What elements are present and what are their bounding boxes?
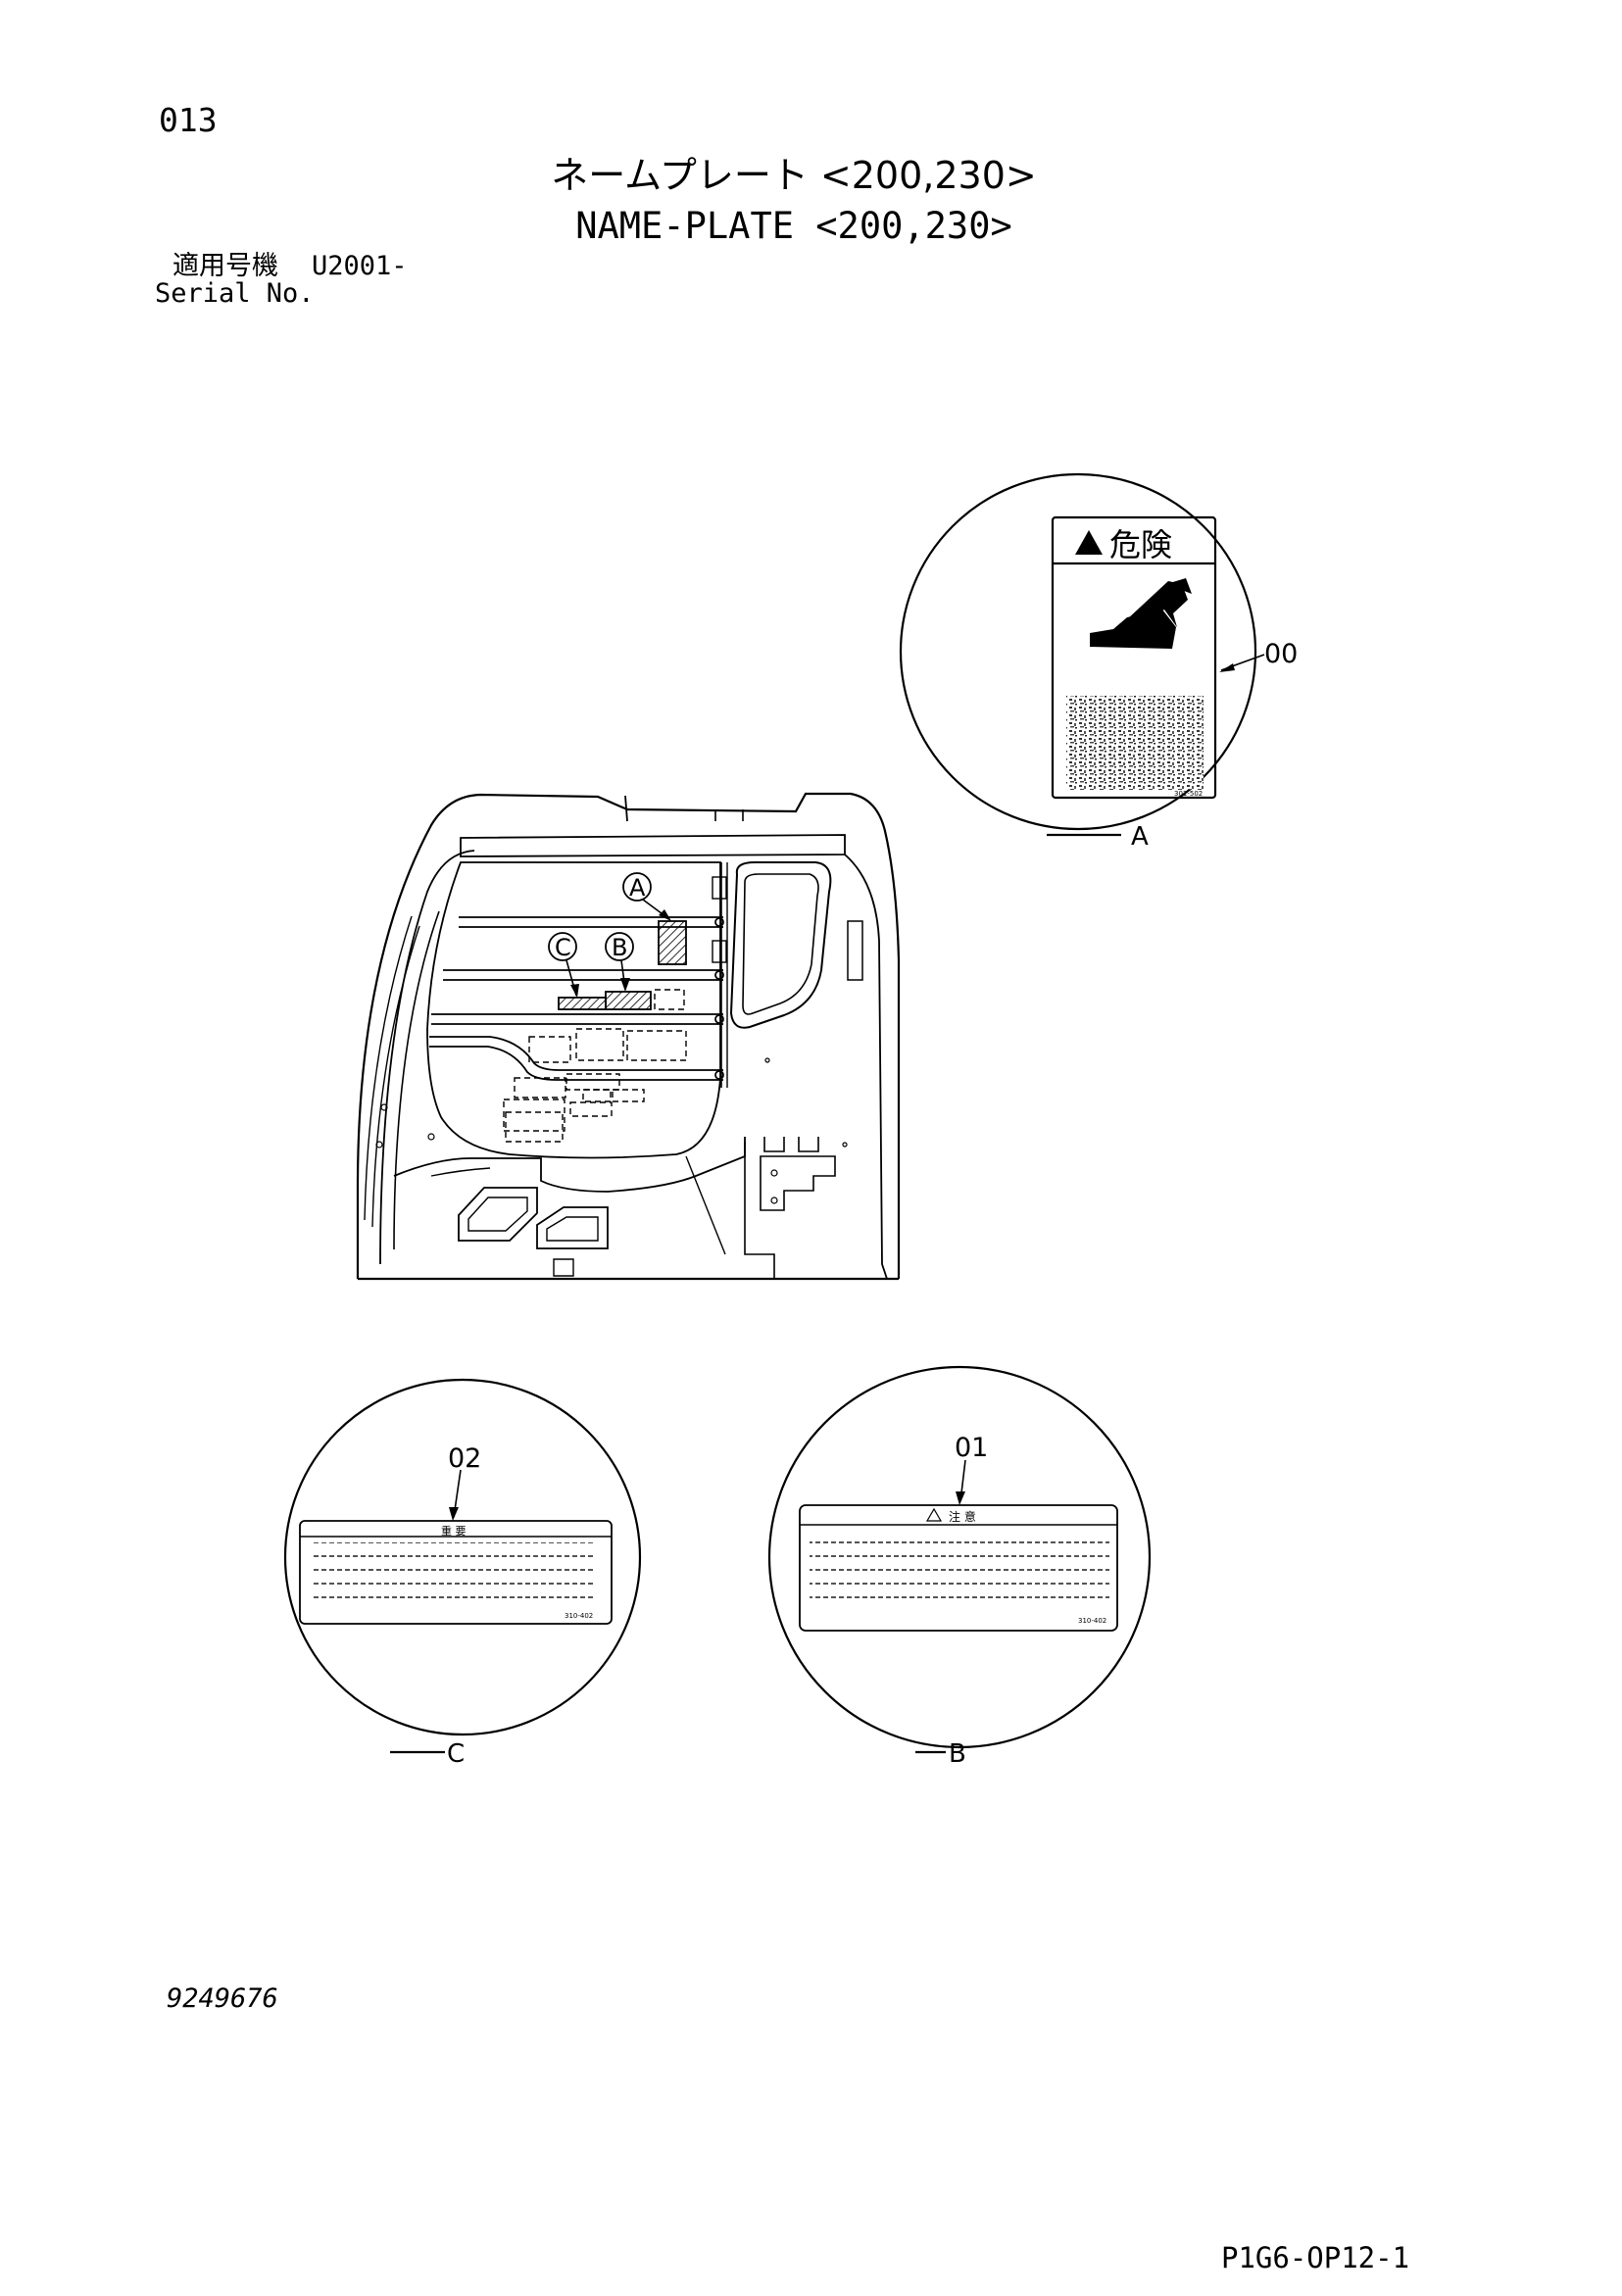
cab-drawing: A B C (356, 792, 901, 1281)
danger-label: ! 危険 301-502 (1051, 515, 1217, 800)
detail-circle-c: C 重 要 310-402 02 (283, 1378, 642, 1769)
part-00-label: 00 (1264, 639, 1298, 669)
serial-label-japanese: 適用号機 (172, 251, 278, 281)
svg-text:310-402: 310-402 (1078, 1617, 1106, 1625)
detail-c-letter: C (447, 1739, 465, 1769)
title-english: NAME-PLATE <200,230> (575, 205, 1012, 247)
page-number: 013 (159, 101, 218, 139)
danger-label-text: 危険 (1109, 526, 1172, 563)
part-02-label: 02 (448, 1443, 481, 1474)
caution-label: 注 意 310-402 (799, 1504, 1118, 1632)
detail-circle-a: A ! 危険 301-502 (899, 472, 1298, 852)
sticker-a-location (658, 920, 687, 965)
drawing-number: 9249676 (167, 1983, 278, 2014)
callout-b-letter: B (612, 934, 627, 961)
callout-a-letter: A (629, 874, 646, 902)
svg-text:!: ! (1086, 538, 1093, 557)
title-japanese: ネームプレート <200,230> (551, 154, 1037, 197)
serial-label-english: Serial No. (155, 278, 315, 309)
detail-a-letter: A (1131, 822, 1149, 852)
sticker-b-location (605, 991, 652, 1010)
excavator-pictogram-icon (1090, 578, 1192, 649)
svg-text:310-402: 310-402 (565, 1612, 593, 1620)
caution-label-text: 注 意 (949, 1509, 976, 1524)
page-code: P1G6-OP12-1 (1221, 2241, 1410, 2274)
caution-triangle-icon (925, 1507, 943, 1522)
detail-circle-b: B 注 意 310-402 01 (767, 1365, 1152, 1769)
sticker-c-location (558, 997, 607, 1010)
warning-triangle-icon (1075, 530, 1103, 555)
important-label-text: 重 要 (441, 1524, 467, 1538)
detail-b-letter: B (949, 1739, 966, 1769)
part-01-label: 01 (955, 1433, 988, 1463)
serial-code: U2001- (312, 251, 408, 281)
svg-text:301-502: 301-502 (1174, 790, 1203, 798)
important-label: 重 要 310-402 (299, 1520, 613, 1625)
callout-c-letter: C (555, 934, 571, 961)
